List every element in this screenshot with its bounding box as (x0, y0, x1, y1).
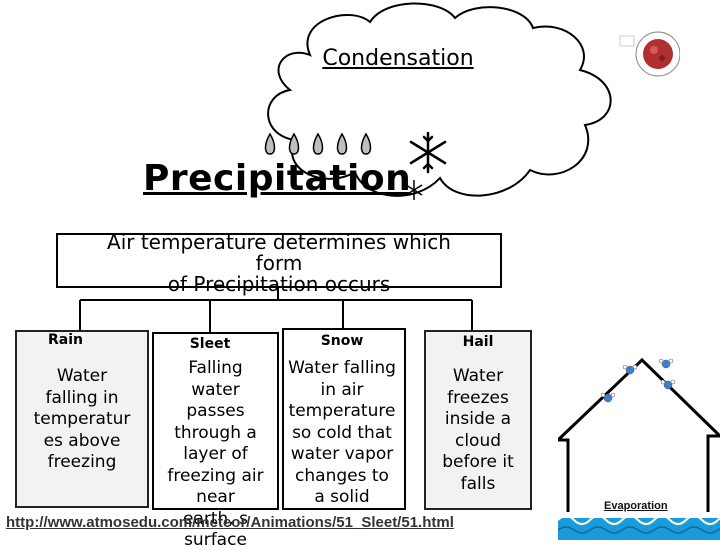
condensation-label: Condensation (322, 46, 474, 71)
rain-title: Rain (48, 332, 83, 348)
sleet-box (152, 332, 279, 510)
source-link[interactable]: http://www.atmosedu.com/meteor/Animation… (6, 514, 454, 531)
hail-box (424, 330, 532, 510)
page-title: Precipitation (143, 158, 412, 199)
connector-lines (79, 288, 473, 332)
sleet-title: Sleet (189, 336, 231, 352)
snow-text: Water falling in air temperature so cold… (288, 358, 396, 507)
snowflake-icon (409, 131, 447, 174)
question-text: Air temperature determines which form of… (107, 230, 451, 296)
small-snowflake-icon (405, 180, 423, 200)
question-box (56, 233, 502, 288)
hail-text: Water freezes inside a cloud before it f… (442, 366, 514, 494)
rain-text: Water falling in temperatur es above fre… (33, 366, 131, 472)
evaporation-label: Evaporation (604, 500, 668, 512)
hail-title: Hail (462, 334, 494, 350)
raindrops-icon (264, 132, 372, 155)
rain-box (15, 330, 149, 508)
snow-box (282, 328, 406, 510)
hailstone-image (619, 31, 680, 77)
snow-title: Snow (320, 333, 364, 349)
evaporation-illustration (558, 357, 720, 540)
